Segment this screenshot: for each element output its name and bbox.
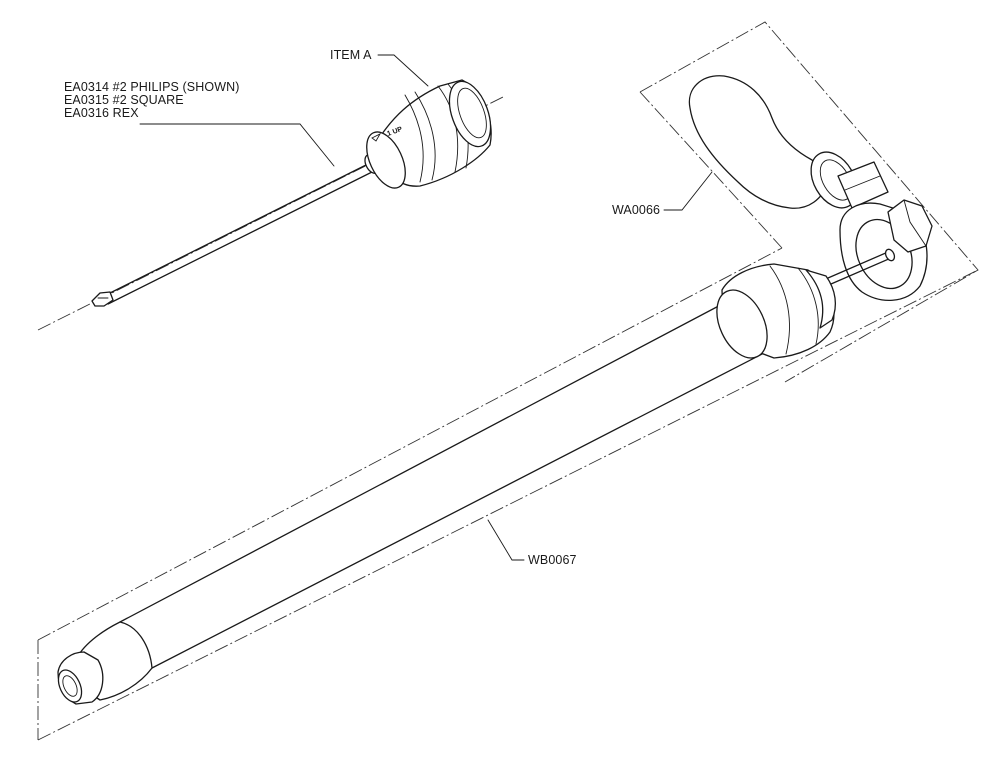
shaft-end-cap-bore: [62, 675, 78, 697]
shaft-end-cap-face: [57, 669, 83, 703]
item-a-end-cap-inner: [457, 87, 487, 139]
phillips-tip: [91, 291, 114, 307]
bit-leader: [139, 123, 335, 167]
handle-square-bar: [837, 161, 889, 209]
dial-arrow-icon: [371, 132, 382, 142]
handle-grip: [688, 75, 831, 209]
item-a-end-cap: [448, 80, 492, 148]
shaft-tube-top-edge: [119, 299, 731, 623]
wa0066-leader: [663, 171, 713, 211]
leader-lines: [139, 54, 713, 561]
shaft-coupling-ring-1: [769, 265, 790, 355]
bit-label-line-3: EA0316 REX: [64, 106, 139, 120]
bit-shaft-top-edge: [103, 161, 373, 297]
item-a-label: ITEM A: [330, 48, 372, 62]
shaft-enclosure-lower: [37, 269, 979, 741]
handle-pin-tip: [884, 248, 896, 262]
callouts: ITEM A EA0314 #2 PHILIPS (SHOWN) EA0315 …: [64, 48, 660, 567]
item-a-dial-face: [366, 131, 406, 189]
handle-enclosure-outline: [639, 21, 979, 383]
item-a-leader: [377, 54, 429, 87]
bit-label-line-1: EA0314 #2 PHILIPS (SHOWN): [64, 80, 239, 94]
shaft-coupling-ring-2: [797, 267, 819, 345]
handle-pin-bottom: [830, 257, 892, 285]
wb0067-label: WB0067: [528, 553, 577, 567]
bit-label-line-2: EA0315 #2 SQUARE: [64, 93, 184, 107]
bit-assembly: 1 UP: [91, 79, 492, 307]
item-a-ring-2: [414, 91, 436, 181]
bit-shaft-bottom-edge: [107, 169, 377, 305]
shaft-enclosure-upper: [37, 247, 783, 641]
item-a-ring-1: [404, 94, 424, 183]
handle-pin-top: [827, 251, 889, 279]
shaft-coupling-cap: [805, 269, 837, 329]
wb0067-leader: [487, 519, 525, 561]
centerline-group: [37, 21, 979, 741]
handle-square-bar-edge: [844, 175, 881, 191]
handle-enclosure-inner: [639, 91, 783, 249]
shaft-upper-coupling-face: [716, 289, 768, 359]
wa0066-label: WA0066: [612, 203, 660, 217]
handle-clamp-knob-facet: [903, 199, 927, 247]
shaft-assembly: [57, 263, 837, 705]
handle-assembly: [688, 75, 933, 302]
shaft-tube-bottom-edge: [151, 351, 767, 669]
